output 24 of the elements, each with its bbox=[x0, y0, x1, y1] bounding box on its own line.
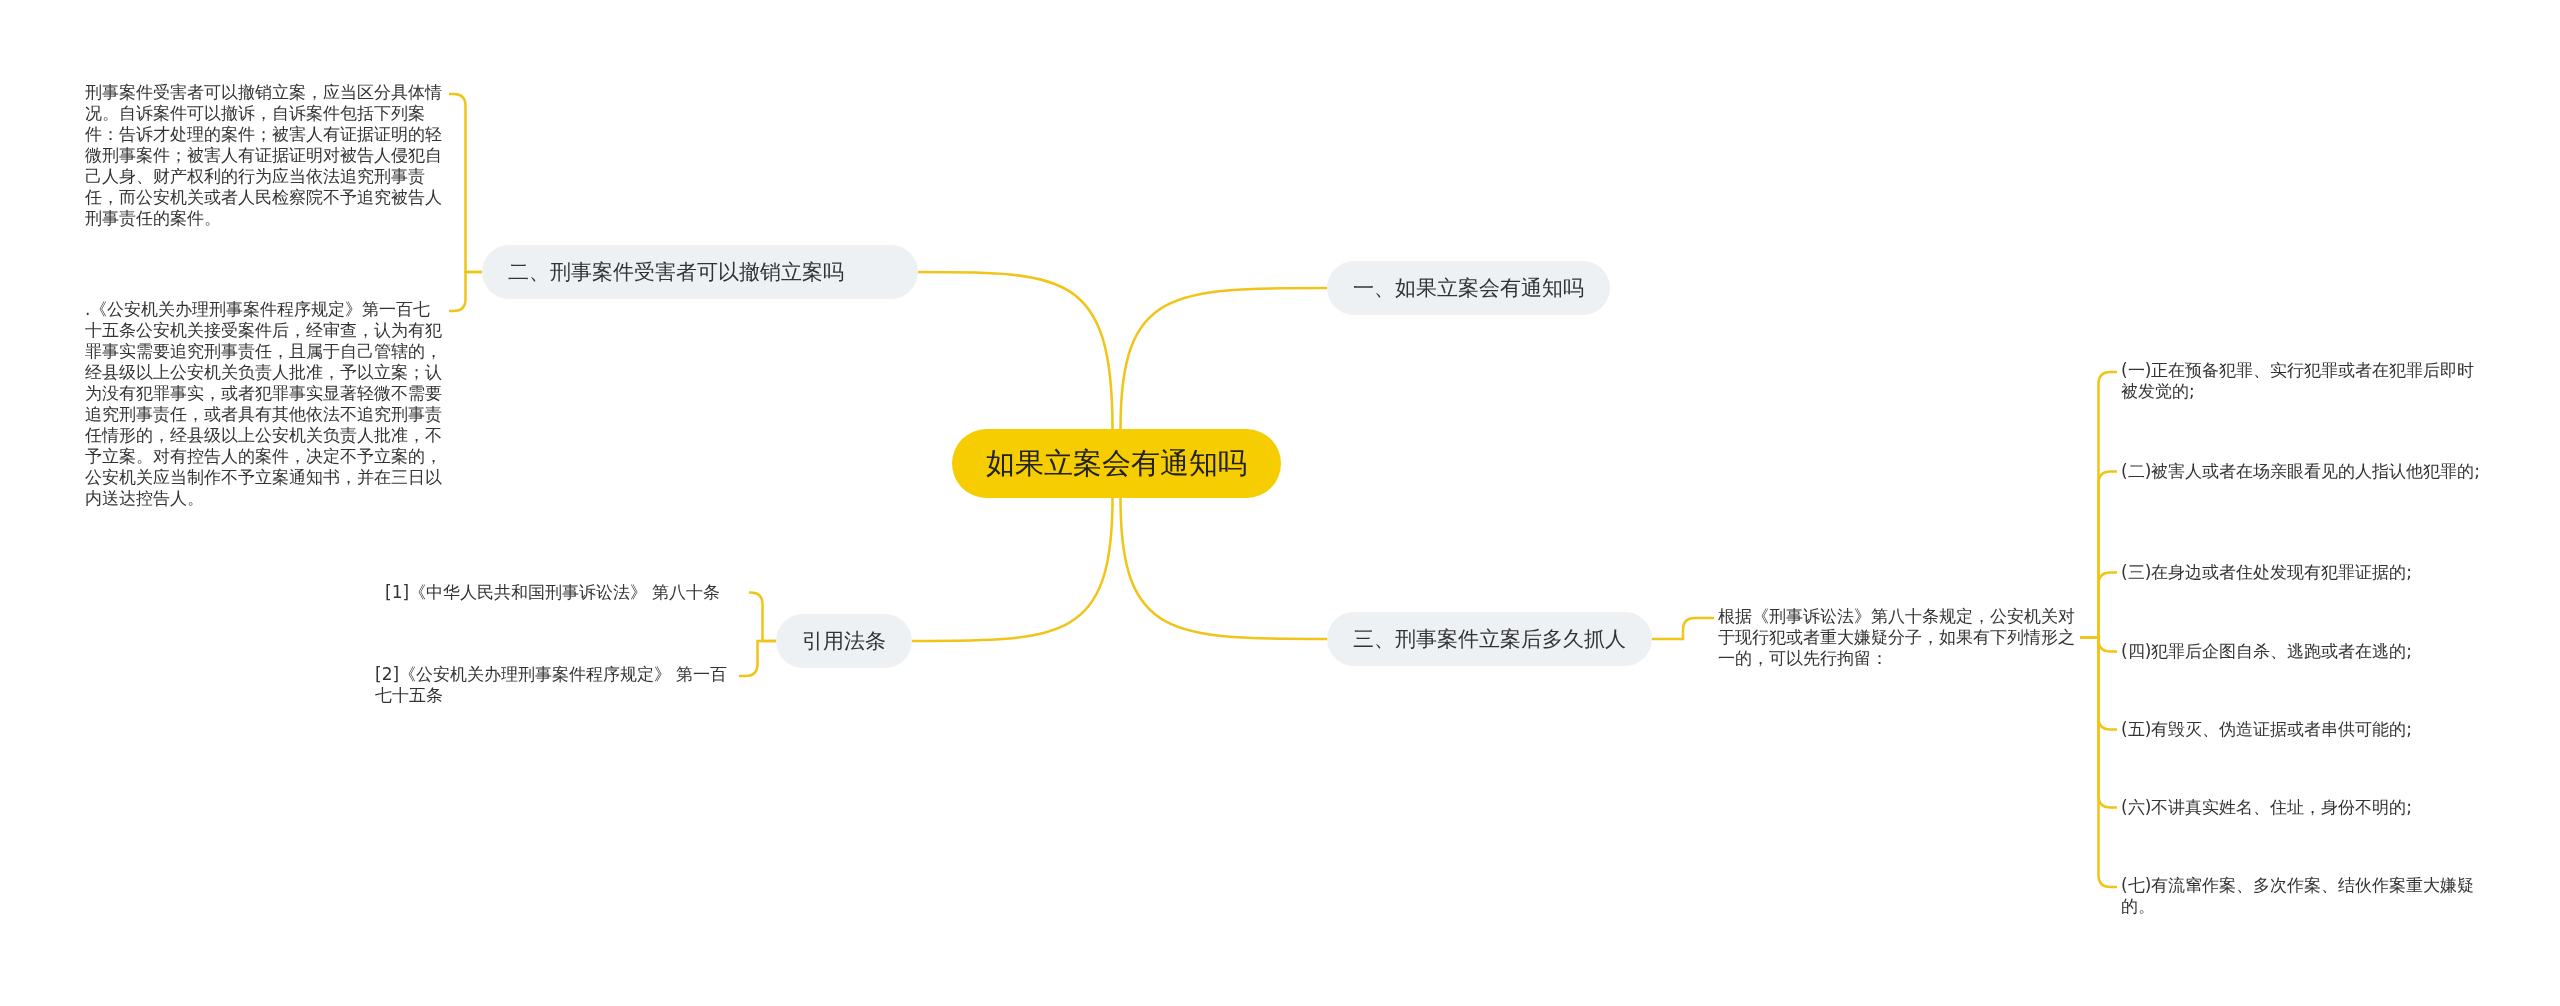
note-text: [1]《中华人民共和国刑事诉讼法》 第八十条 bbox=[385, 582, 745, 603]
connector-line bbox=[739, 639, 776, 678]
note-text: (四)犯罪后企图自杀、逃跑或者在逃的; bbox=[2121, 641, 2483, 662]
branch-topic: 二、刑事案件受害者可以撤销立案吗 bbox=[482, 245, 918, 299]
note-text: (二)被害人或者在场亲眼看见的人指认他犯罪的; bbox=[2121, 461, 2483, 482]
branch-topic: 引用法条 bbox=[776, 614, 912, 668]
note-text: (七)有流窜作案、多次作案、结伙作案重大嫌疑的。 bbox=[2121, 875, 2483, 917]
note-text: (五)有毁灭、伪造证据或者串供可能的; bbox=[2121, 719, 2483, 740]
connector-line bbox=[918, 270, 1114, 430]
note-text: 刑事案件受害者可以撤销立案，应当区分具体情况。自诉案件可以撤诉，自诉案件包括下列案件：告诉才处理的案件；被害人有证据证明的轻微刑事案件；被害人有证据证明对被告人侵犯自己人身、财产权利的行为应当依法追究刑事责任，而公安机关或者人民检察院不予追究被告人刑事责任的案件。 bbox=[85, 82, 445, 229]
note-text: 根据《刑事诉讼法》第八十条规定，公安机关对于现行犯或者重大嫌疑分子，如果有下列情形之一的，可以先行拘留： bbox=[1718, 606, 2080, 669]
connector-line bbox=[449, 270, 482, 313]
connector-line bbox=[1119, 286, 1327, 430]
branch-topic: 三、刑事案件立案后多久抓人 bbox=[1327, 612, 1652, 666]
branch-topic: 一、如果立案会有通知吗 bbox=[1327, 261, 1610, 315]
note-text: .《公安机关办理刑事案件程序规定》第一百七十五条公安机关接受案件后，经审查，认为有犯罪事实需要追究刑事责任，且属于自己管辖的，经县级以上公安机关负责人批准，予以立案；认为没有犯罪事实，或者犯罪事实显著轻微不需要追究刑事责任，或者具有其他依法不追究刑事责任情形的，经县级以上公安机关负责人批准，不予立案。对有控告人的案件，决定不予立案的，公安机关应当制作不予立案通知书，并在三日以内送达控告人。 bbox=[85, 299, 445, 509]
note-text: (六)不讲真实姓名、住址，身份不明的; bbox=[2121, 797, 2483, 818]
central-topic: 如果立案会有通知吗 bbox=[952, 429, 1281, 498]
connector-line bbox=[1652, 616, 1714, 641]
note-text: [2]《公安机关办理刑事案件程序规定》 第一百七十五条 bbox=[375, 664, 735, 706]
note-text: (三)在身边或者住处发现有犯罪证据的; bbox=[2121, 562, 2483, 583]
connector-line bbox=[1119, 497, 1327, 641]
note-text: (一)正在预备犯罪、实行犯罪或者在犯罪后即时被发觉的; bbox=[2121, 360, 2483, 402]
connector-line bbox=[912, 497, 1114, 643]
